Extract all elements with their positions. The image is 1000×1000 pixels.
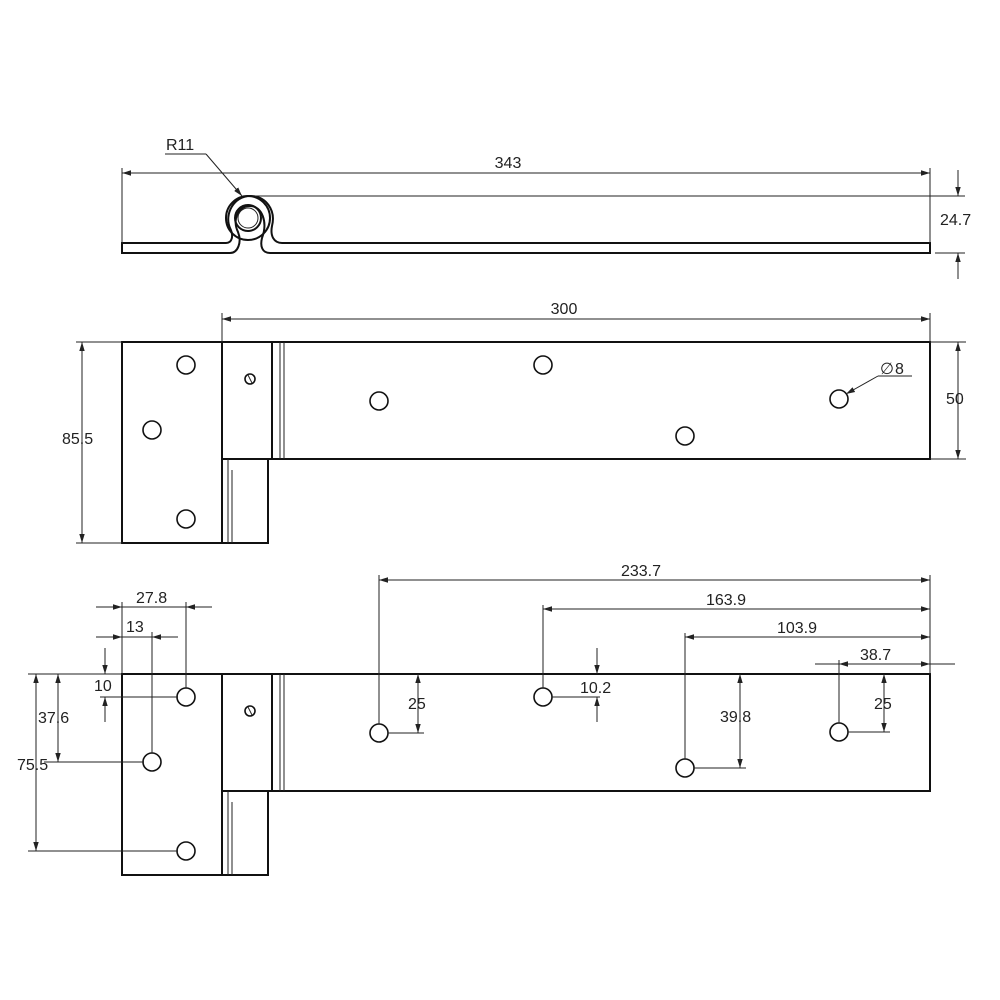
plate-outline [121,673,223,876]
dim-text-25-b: 25 [874,696,892,713]
top-view: 300 50 85.5 ∅ 8 [62,301,966,544]
knuckle-lower [221,458,269,544]
mounting-hole [369,391,389,411]
mounting-hole [675,758,695,778]
knuckle-inner [234,204,262,232]
mounting-hole [369,723,389,743]
dim-text-13: 13 [126,619,144,636]
dim-text-10-2: 10.2 [580,680,611,697]
knuckle-pin [237,207,259,229]
dim-text-343: 343 [495,155,522,172]
dim-text-75-5: 75.5 [17,757,48,774]
dim-text-103-9: 103.9 [777,620,817,637]
mounting-hole [176,841,196,861]
leader-line [845,375,879,395]
mounting-hole [142,420,162,440]
pin-slot [247,374,253,384]
mounting-hole [176,509,196,529]
knuckle-outer [225,195,271,241]
mounting-hole [533,355,553,375]
mounting-hole [829,389,849,409]
mounting-hole [176,355,196,375]
mounting-hole [829,722,849,742]
mounting-hole [176,687,196,707]
dim-text-38-7: 38.7 [860,647,891,664]
dim-text-25-a: 25 [408,696,426,713]
dim-text-10: 10 [94,678,112,695]
side-view-profile [121,194,931,254]
strap-outline [221,341,931,460]
dim-text-233-7: 233.7 [621,563,661,580]
dim-text-39-8: 39.8 [720,709,751,726]
dim-text-300: 300 [551,301,578,318]
dim-text-diameter-8: 8 [895,361,904,378]
bottom-view: 233.7 163.9 103.9 38.7 27.8 13 10 37.6 [17,563,955,876]
dim-text-24-7: 24.7 [940,212,971,229]
pin-slot [247,706,253,716]
side-view: 343 R11 24.7 [121,137,971,279]
dim-text-50: 50 [946,391,964,408]
dim-text-85-5: 85.5 [62,431,93,448]
strap-outline [221,673,931,792]
dim-text-163-9: 163.9 [706,592,746,609]
plate-outline [121,341,223,544]
dim-text-27-8: 27.8 [136,590,167,607]
knuckle-lower [221,790,269,876]
mounting-hole [533,687,553,707]
dim-text-r11: R11 [166,137,194,154]
diameter-symbol: ∅ [880,361,894,378]
leader-line [205,153,243,197]
dim-text-37-6: 37.6 [38,710,69,727]
mounting-hole [142,752,162,772]
mounting-hole [675,426,695,446]
